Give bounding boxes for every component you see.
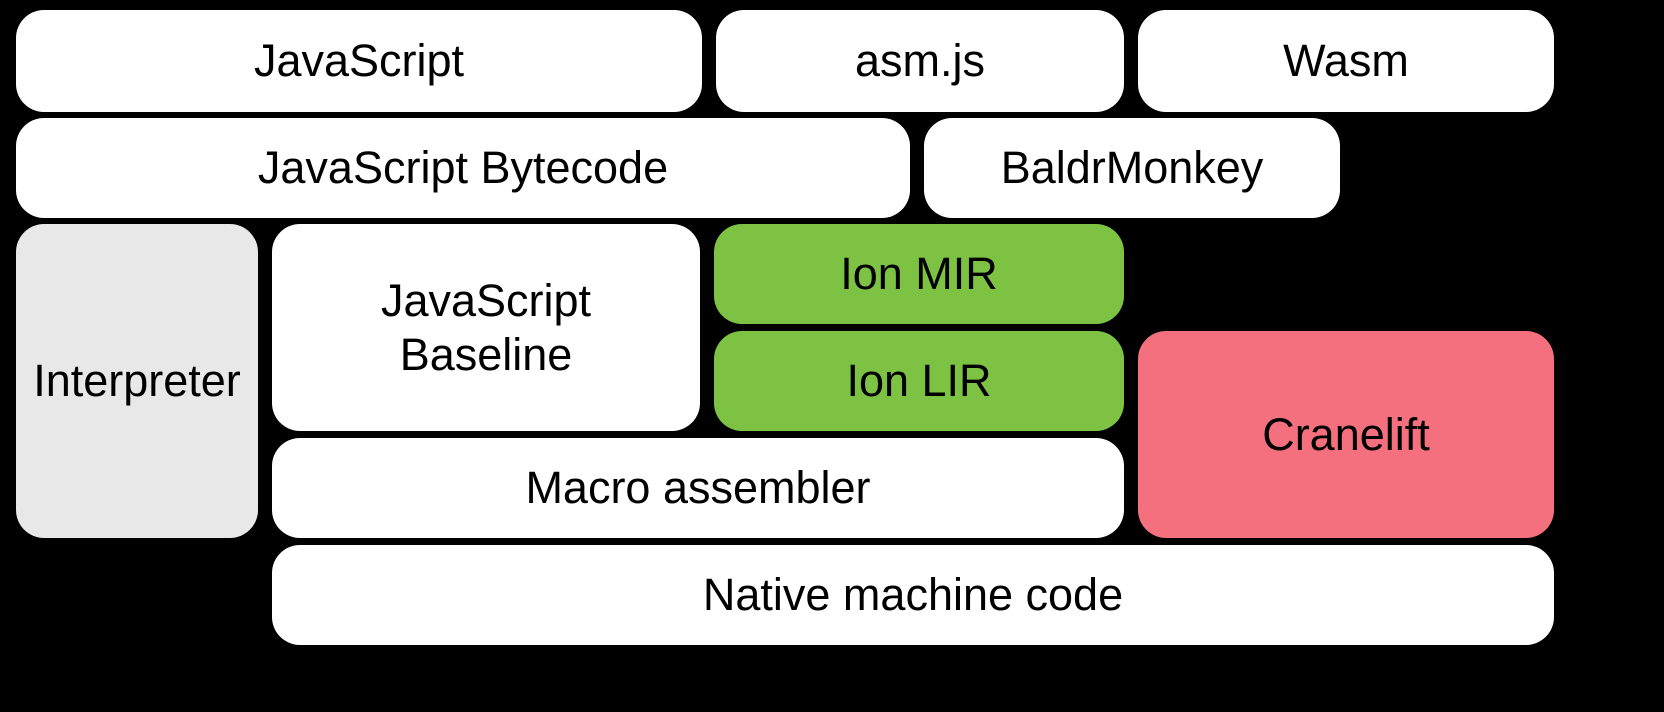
box-javascript-label: JavaScript	[253, 35, 465, 86]
box-ion-mir: Ion MIR	[714, 224, 1124, 324]
box-wasm: Wasm	[1138, 10, 1554, 112]
box-baldrmonkey-label: BaldrMonkey	[1000, 142, 1264, 193]
box-javascript-bytecode-label: JavaScript Bytecode	[257, 142, 669, 193]
box-native-machine-code-label: Native machine code	[702, 569, 1124, 620]
box-ion-mir-label: Ion MIR	[840, 248, 998, 299]
box-cranelift-label: Cranelift	[1262, 408, 1430, 460]
box-ion-lir: Ion LIR	[714, 331, 1124, 431]
box-javascript: JavaScript	[16, 10, 702, 112]
box-macro-assembler: Macro assembler	[272, 438, 1124, 538]
box-cranelift: Cranelift	[1138, 331, 1554, 538]
box-ion-lir-label: Ion LIR	[846, 355, 992, 406]
box-asmjs-label: asm.js	[854, 35, 985, 86]
box-baldrmonkey: BaldrMonkey	[924, 118, 1340, 218]
box-native-machine-code: Native machine code	[272, 545, 1554, 645]
box-interpreter: Interpreter	[16, 224, 258, 538]
box-javascript-bytecode: JavaScript Bytecode	[16, 118, 910, 218]
box-javascript-baseline-label: JavaScript Baseline	[380, 274, 592, 380]
box-wasm-label: Wasm	[1283, 35, 1409, 86]
box-javascript-baseline: JavaScript Baseline	[272, 224, 700, 431]
box-interpreter-label: Interpreter	[33, 355, 241, 406]
box-macro-assembler-label: Macro assembler	[525, 462, 871, 513]
box-asmjs: asm.js	[716, 10, 1124, 112]
